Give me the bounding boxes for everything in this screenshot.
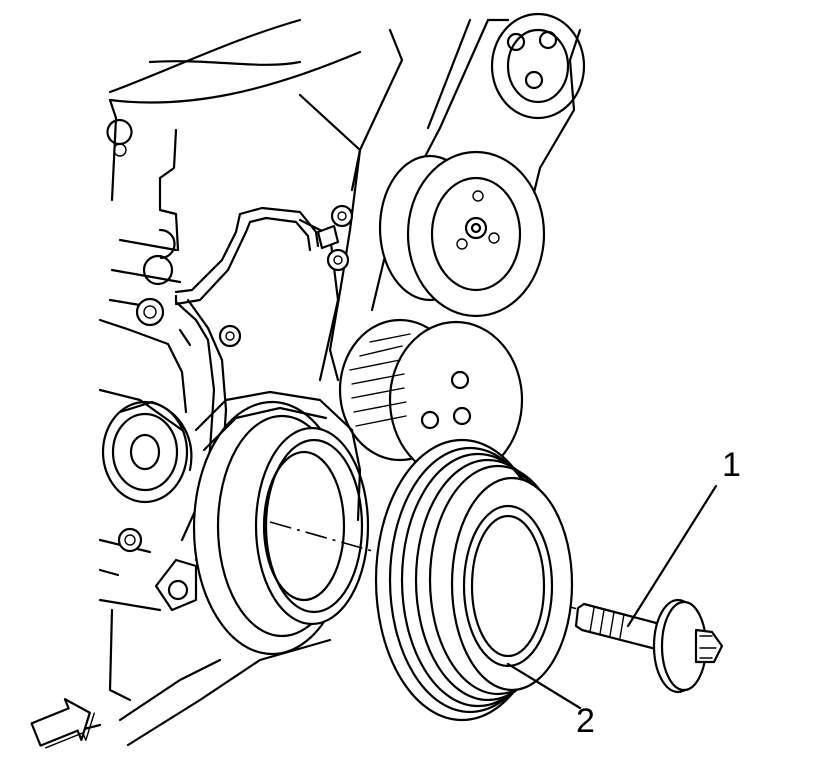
callout-2-leader — [506, 662, 582, 710]
balancer-bolt — [574, 598, 724, 694]
idler-pulley-left — [101, 400, 193, 504]
callout-1-leader — [626, 484, 718, 628]
bolt-head-icon — [330, 204, 354, 228]
bolt-head-icon — [135, 297, 165, 327]
upper-accessory-pulley — [490, 12, 586, 120]
front-seal-housing — [154, 390, 370, 656]
bolt-head-icon — [218, 324, 242, 348]
crankshaft-gear — [338, 318, 524, 480]
bolt-head-icon — [326, 248, 350, 272]
callout-2-label: 2 — [576, 702, 595, 740]
direction-arrow-icon — [30, 698, 95, 749]
bolt-head-icon — [117, 527, 143, 553]
callout-1-label: 1 — [722, 446, 741, 484]
middle-accessory-pulley — [378, 150, 546, 318]
crankshaft-balancer — [374, 438, 574, 722]
